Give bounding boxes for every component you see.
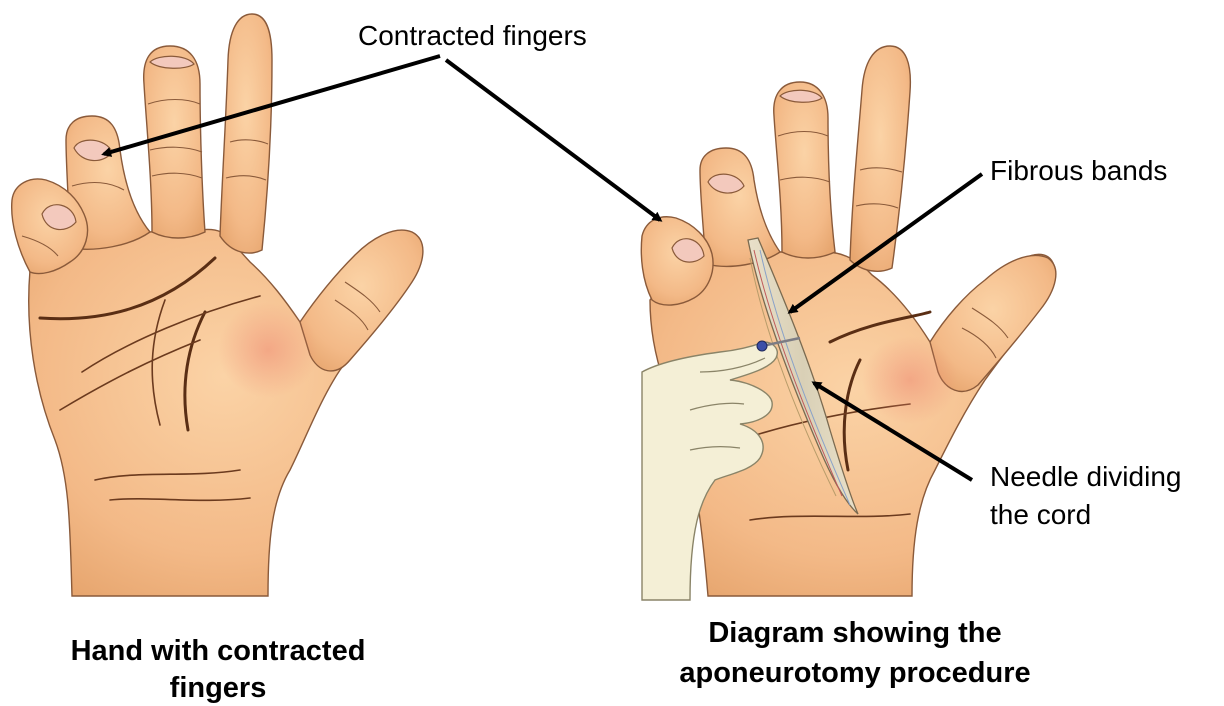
label-needle-line1: Needle dividing xyxy=(990,461,1181,492)
caption-right-line1: Diagram showing the xyxy=(708,617,1001,649)
caption-left-line1: Hand with contracted xyxy=(71,635,366,667)
right-index-finger xyxy=(850,46,910,271)
left-middle-finger xyxy=(144,46,205,238)
arrow-to-right-finger xyxy=(446,60,660,220)
right-ring-finger xyxy=(700,148,780,266)
left-index-finger xyxy=(220,14,272,253)
caption-right-line2: aponeurotomy procedure xyxy=(679,657,1030,689)
label-needle-line2: the cord xyxy=(990,499,1091,530)
left-thumb xyxy=(300,230,423,371)
label-fibrous-bands: Fibrous bands xyxy=(990,155,1167,186)
caption-left-line2: fingers xyxy=(170,672,267,704)
right-little-finger xyxy=(641,217,713,305)
right-middle-finger xyxy=(774,82,835,258)
left-hand-illustration xyxy=(12,14,423,596)
label-contracted-fingers: Contracted fingers xyxy=(358,20,587,51)
